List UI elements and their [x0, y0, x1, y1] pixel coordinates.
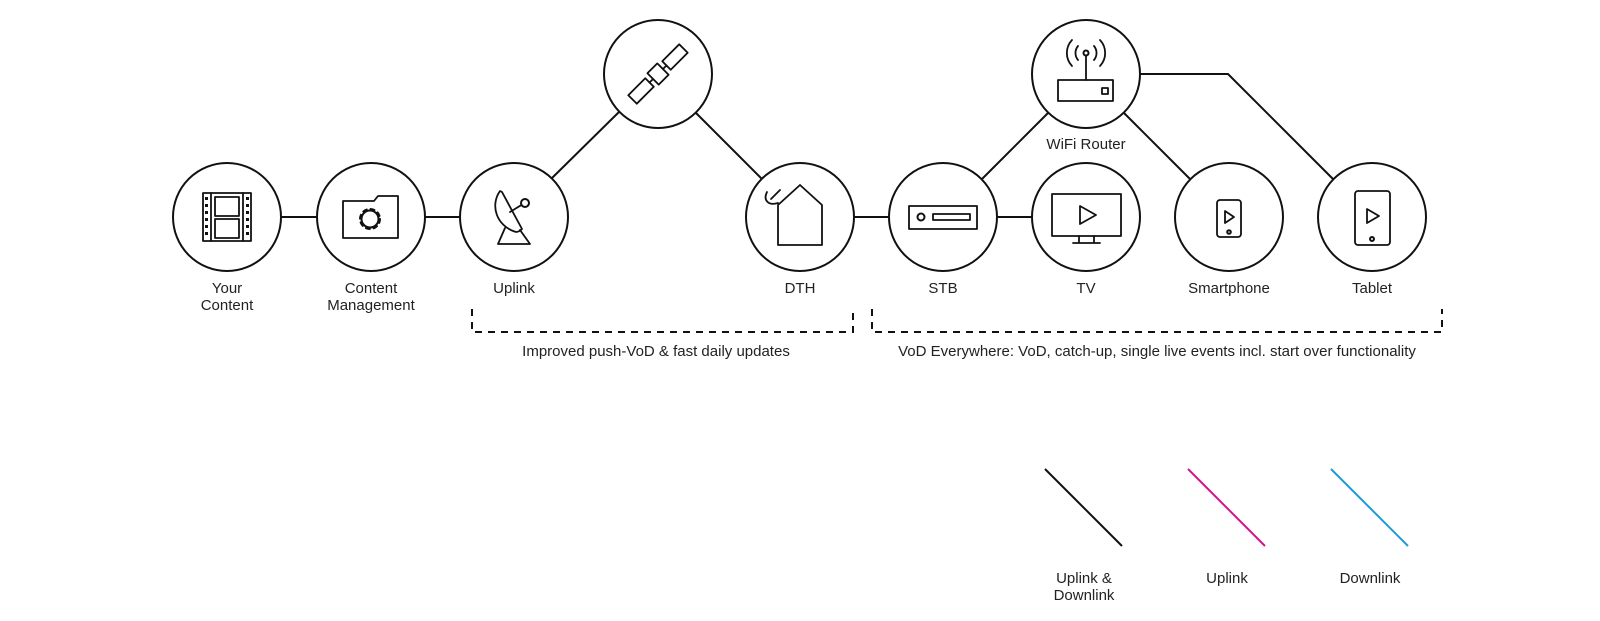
legend-item-uplink-downlink: Uplink & Downlink [1044, 468, 1123, 604]
link-router-smartphone [1123, 112, 1192, 181]
link-satellite-dth [694, 111, 764, 181]
link-uplink-satellite [550, 110, 621, 180]
connections [281, 73, 1335, 218]
wifi-router-node: WiFi Router [1031, 19, 1141, 153]
link-stb-router [980, 112, 1049, 181]
legend-swatch-downlink [1330, 468, 1409, 547]
legend-swatch-uplink [1187, 468, 1266, 547]
legend-label-downlink: Downlink [1340, 570, 1401, 587]
smartphone-label: Smartphone [1188, 280, 1270, 297]
legend-label-uplink: Uplink [1206, 570, 1248, 587]
group-vod-everywhere: VoD Everywhere: VoD, catch-up, single li… [871, 309, 1443, 360]
bracket-vod-everywhere [871, 309, 1443, 333]
tablet-label: Tablet [1352, 280, 1393, 297]
satellite-dish-icon [494, 190, 531, 245]
your-content-label-line1: Your [212, 280, 242, 297]
group-push-vod-label: Improved push-VoD & fast daily updates [522, 343, 790, 360]
content-management-label-line2: Management [327, 297, 415, 314]
legend-swatch-both [1044, 468, 1123, 547]
folder-gear-icon [342, 195, 399, 239]
tablet-icon [1354, 190, 1391, 246]
legend: Uplink & Downlink Uplink Downlink [1044, 468, 1409, 604]
group-vod-everywhere-label: VoD Everywhere: VoD, catch-up, single li… [898, 343, 1416, 360]
legend-label-both-line1: Uplink & [1056, 570, 1112, 587]
group-push-vod: Improved push-VoD & fast daily updates [471, 309, 854, 360]
satellite-icon [627, 43, 689, 105]
satellite-node [603, 19, 713, 129]
content-management-node: Content Management [316, 162, 426, 314]
smartphone-node: Smartphone [1174, 162, 1284, 297]
dth-node: DTH [745, 162, 855, 297]
tv-icon [1051, 193, 1122, 244]
tv-node: TV [1031, 162, 1141, 297]
set-top-box-icon [908, 205, 978, 230]
smartphone-icon [1216, 199, 1242, 238]
bracket-push-vod [471, 309, 854, 333]
legend-item-uplink: Uplink [1187, 468, 1266, 587]
your-content-label-line2: Content [201, 297, 254, 314]
film-icon [202, 192, 252, 242]
content-management-label-line1: Content [345, 280, 398, 297]
wifi-router-label: WiFi Router [1046, 136, 1125, 153]
house-dish-icon [764, 184, 823, 246]
uplink-label: Uplink [493, 280, 535, 297]
uplink-node: Uplink [459, 162, 569, 297]
legend-label-both-line2: Downlink [1054, 587, 1115, 604]
stb-label: STB [928, 280, 957, 297]
router-icon [1057, 39, 1114, 102]
dth-label: DTH [785, 280, 816, 297]
your-content-node: Your Content [172, 162, 282, 314]
legend-item-downlink: Downlink [1330, 468, 1409, 587]
tv-label: TV [1076, 280, 1095, 297]
link-router-tablet [1140, 73, 1335, 181]
stb-node: STB [888, 162, 998, 297]
tablet-node: Tablet [1317, 162, 1427, 297]
